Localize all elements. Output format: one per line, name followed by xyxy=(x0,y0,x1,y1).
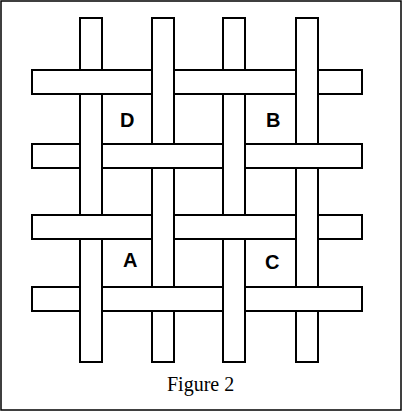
region-letter: D xyxy=(120,110,134,130)
horizontal-strips xyxy=(32,70,362,311)
region-letter: A xyxy=(123,250,137,270)
region-letter: C xyxy=(265,252,279,272)
over-crossings xyxy=(80,69,318,312)
region-letter: B xyxy=(266,110,280,130)
figure-caption: Figure 2 xyxy=(167,374,234,394)
